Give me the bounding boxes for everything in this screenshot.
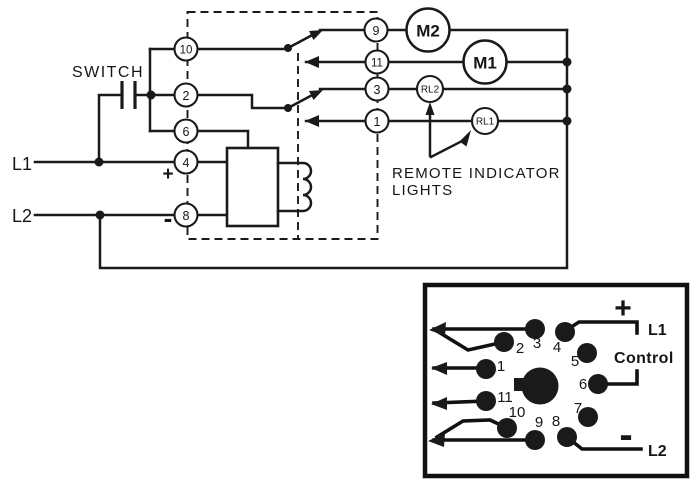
socket-l2-label: L2	[648, 443, 667, 460]
socket-pin-10	[497, 418, 517, 438]
socket-arrow-pin11-icon	[431, 397, 447, 410]
motor-m2	[405, 7, 451, 53]
terminal-8-label: 8	[183, 209, 190, 223]
socket-keyway	[521, 367, 559, 405]
remote-indicator-note-line1: REMOTE INDICATOR	[392, 165, 561, 182]
wire-l2-return-bus	[98, 28, 569, 270]
socket-pin-7	[578, 407, 598, 427]
terminal-10	[173, 36, 199, 62]
remote-indicator-note-line2: LIGHTS	[392, 182, 453, 199]
minus-terminal8-label: -	[164, 203, 173, 233]
socket-pin-2	[494, 332, 514, 352]
junction-bus-row3	[562, 84, 572, 94]
socket-pin-2-label: 2	[516, 340, 524, 357]
socket-pin-6	[588, 374, 608, 394]
wire-switch-to-terminal2	[134, 93, 290, 110]
socket-keyway-tab	[514, 378, 528, 391]
socket-pin-9-label: 9	[535, 414, 543, 431]
indicator-rl1-label: RL1	[476, 117, 495, 128]
indicator-rl2	[415, 74, 445, 104]
wire-terminal6-to-coilbox	[148, 129, 250, 150]
socket-pin-6-label: 6	[579, 376, 587, 393]
socket-pin-7-label: 7	[574, 400, 582, 417]
socket-pin-1-label: 1	[497, 358, 505, 375]
note-arrow-shafts	[428, 110, 466, 159]
socket-pin-10-label: 10	[509, 404, 526, 421]
upper-arm-arrow-icon	[309, 30, 323, 40]
l1-line-label: L1	[12, 154, 32, 174]
terminal-11-label: 11	[371, 57, 383, 69]
socket-pin-9	[525, 430, 545, 450]
terminal-9	[363, 17, 389, 43]
terminal-1	[364, 108, 390, 134]
motor-m2-label: M2	[416, 21, 440, 40]
junction-l1	[94, 157, 104, 167]
terminal-6-label: 6	[183, 125, 190, 139]
junction-switch	[146, 90, 156, 100]
socket-l1-label: L1	[648, 322, 667, 339]
terminal-4-label: 4	[183, 156, 190, 170]
terminal-3-label: 3	[374, 83, 381, 97]
socket-pin-11	[476, 391, 496, 411]
plus-terminal4-label: +	[162, 164, 173, 185]
terminal-9-label: 9	[373, 24, 380, 38]
terminal-2	[173, 82, 199, 108]
socket-pin-5-label: 5	[571, 353, 579, 370]
socket-wire-pin6-control	[596, 369, 639, 386]
socket-pin-3	[525, 319, 545, 339]
timer-module-box	[225, 146, 280, 228]
terminal-10-label: 10	[180, 44, 193, 56]
socket-arrow-top-icon	[429, 322, 446, 336]
socket-pin-8	[557, 427, 577, 447]
junction-l2	[95, 210, 105, 220]
l2-line-label: L2	[12, 206, 32, 226]
pivot-lower-contact	[284, 104, 292, 112]
socket-arrow-pin1-icon	[431, 362, 447, 375]
socket-plus-label: +	[614, 292, 632, 325]
socket-pin-8-label: 8	[552, 413, 560, 430]
socket-minus-label: -	[619, 413, 632, 457]
socket-arrow-bottom-icon	[428, 433, 445, 447]
wire-l1-to-switch	[97, 93, 123, 164]
motor-m1-label: M1	[473, 53, 497, 72]
socket-panel-border	[422, 282, 690, 479]
note-arrow-rl1-icon	[459, 130, 471, 147]
row11-contact-arrow-icon	[305, 56, 319, 68]
indicator-rl1	[470, 106, 500, 136]
socket-pin-1	[476, 359, 496, 379]
socket-pin-3-label: 3	[533, 335, 541, 352]
junction-bus-row1	[562, 116, 572, 126]
terminal-6	[173, 118, 199, 144]
note-arrow-rl2-icon	[425, 102, 435, 115]
relay-dashed-outline	[186, 11, 379, 240]
terminal-2-label: 2	[183, 89, 190, 103]
socket-pin-11-label: 11	[497, 389, 513, 406]
socket-pin-4-label: 4	[553, 339, 561, 356]
indicator-rl2-label: RL2	[421, 85, 440, 96]
pivot-upper-contact	[284, 44, 292, 52]
socket-pin-5	[577, 343, 597, 363]
terminal-3	[364, 76, 390, 102]
switch-label: SWITCH	[72, 64, 144, 81]
terminal-4	[173, 149, 199, 175]
row1-contact-arrow-icon	[305, 115, 319, 127]
socket-wire-pin2	[434, 328, 507, 352]
terminal-1-label: 1	[374, 115, 381, 129]
lower-arm-arrow-icon	[309, 90, 323, 100]
terminal-11	[364, 49, 390, 75]
terminal-8	[173, 202, 199, 228]
socket-pin-4	[555, 322, 575, 342]
junction-bus-row11	[562, 57, 572, 67]
coil-symbol	[276, 161, 313, 213]
socket-control-label: Control	[614, 350, 674, 367]
motor-m1	[462, 39, 508, 85]
socket-wire-pin10	[434, 418, 510, 440]
